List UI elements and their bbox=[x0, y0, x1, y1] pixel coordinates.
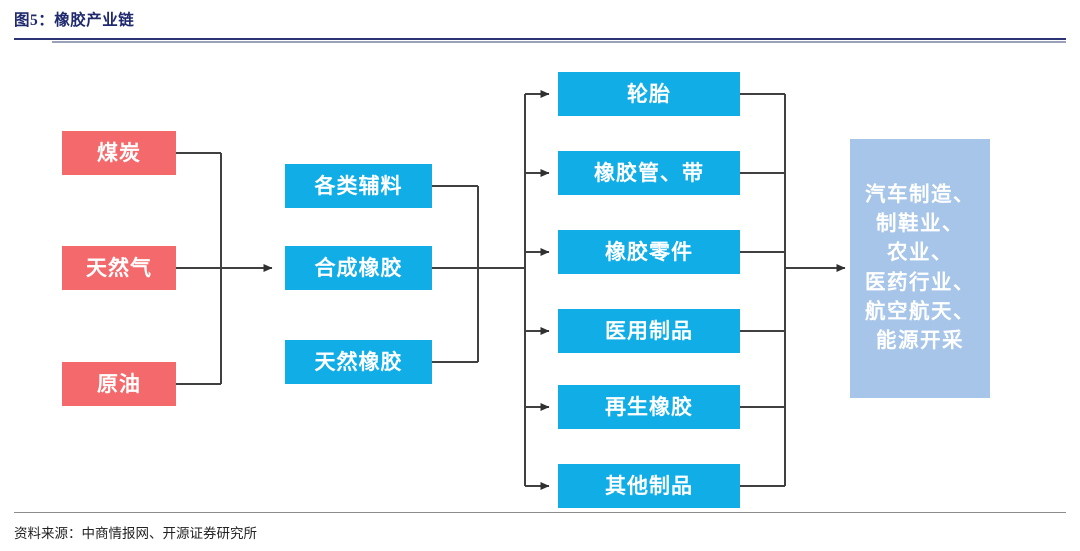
node-product-medical-products[interactable]: 医用制品 bbox=[558, 309, 740, 353]
node-material-natural-rubber[interactable]: 天然橡胶 bbox=[285, 340, 432, 384]
node-downstream-industries[interactable]: 汽车制造、 制鞋业、 农业、 医药行业、 航空航天、 能源开采 bbox=[850, 139, 990, 398]
node-material-auxiliary[interactable]: 各类辅料 bbox=[285, 164, 432, 208]
downstream-line-pharma: 医药行业、 bbox=[865, 271, 975, 294]
node-raw-material-natural-gas[interactable]: 天然气 bbox=[62, 246, 176, 290]
node-material-synthetic-rubber[interactable]: 合成橡胶 bbox=[285, 246, 432, 290]
node-product-hoses-belts[interactable]: 橡胶管、带 bbox=[558, 151, 740, 195]
node-raw-material-coal[interactable]: 煤炭 bbox=[62, 131, 176, 175]
node-label: 原油 bbox=[97, 371, 141, 396]
node-label: 天然气 bbox=[86, 255, 152, 280]
node-label: 其他制品 bbox=[605, 473, 693, 498]
node-label: 各类辅料 bbox=[314, 173, 403, 198]
downstream-line-automotive: 汽车制造、 bbox=[865, 184, 975, 207]
connector-lines bbox=[176, 90, 846, 490]
footer-divider bbox=[14, 512, 1066, 513]
page-title: 图5：橡胶产业链 bbox=[14, 12, 135, 29]
node-label: 轮胎 bbox=[627, 81, 671, 106]
node-label: 橡胶零件 bbox=[605, 239, 693, 264]
node-label: 煤炭 bbox=[97, 140, 141, 165]
downstream-line-footwear: 制鞋业、 bbox=[876, 213, 964, 236]
node-label: 天然橡胶 bbox=[314, 349, 403, 374]
source-note: 资料来源：中商情报网、开源证券研究所 bbox=[14, 526, 257, 541]
node-label: 再生橡胶 bbox=[605, 394, 693, 419]
node-product-other-products[interactable]: 其他制品 bbox=[558, 464, 740, 508]
node-label: 医用制品 bbox=[605, 318, 693, 343]
downstream-line-agriculture: 农业、 bbox=[887, 242, 953, 265]
title-rule-primary bbox=[14, 38, 1066, 40]
downstream-line-aerospace: 航空航天、 bbox=[865, 300, 975, 323]
node-raw-material-crude-oil[interactable]: 原油 bbox=[62, 362, 176, 406]
node-product-rubber-parts[interactable]: 橡胶零件 bbox=[558, 230, 740, 274]
rubber-industry-chain-diagram: 煤炭 天然气 原油 各类辅料 合成橡胶 天然橡胶 轮胎 橡胶管、带 橡胶零件 医… bbox=[0, 44, 1080, 508]
figure-header: 图5：橡胶产业链 bbox=[0, 0, 1080, 44]
downstream-line-energy: 能源开采 bbox=[876, 329, 964, 352]
node-label: 合成橡胶 bbox=[314, 255, 403, 280]
node-product-reclaimed-rubber[interactable]: 再生橡胶 bbox=[558, 385, 740, 429]
node-label: 橡胶管、带 bbox=[594, 160, 704, 185]
node-product-tires[interactable]: 轮胎 bbox=[558, 72, 740, 116]
title-rule-secondary bbox=[52, 41, 1066, 43]
